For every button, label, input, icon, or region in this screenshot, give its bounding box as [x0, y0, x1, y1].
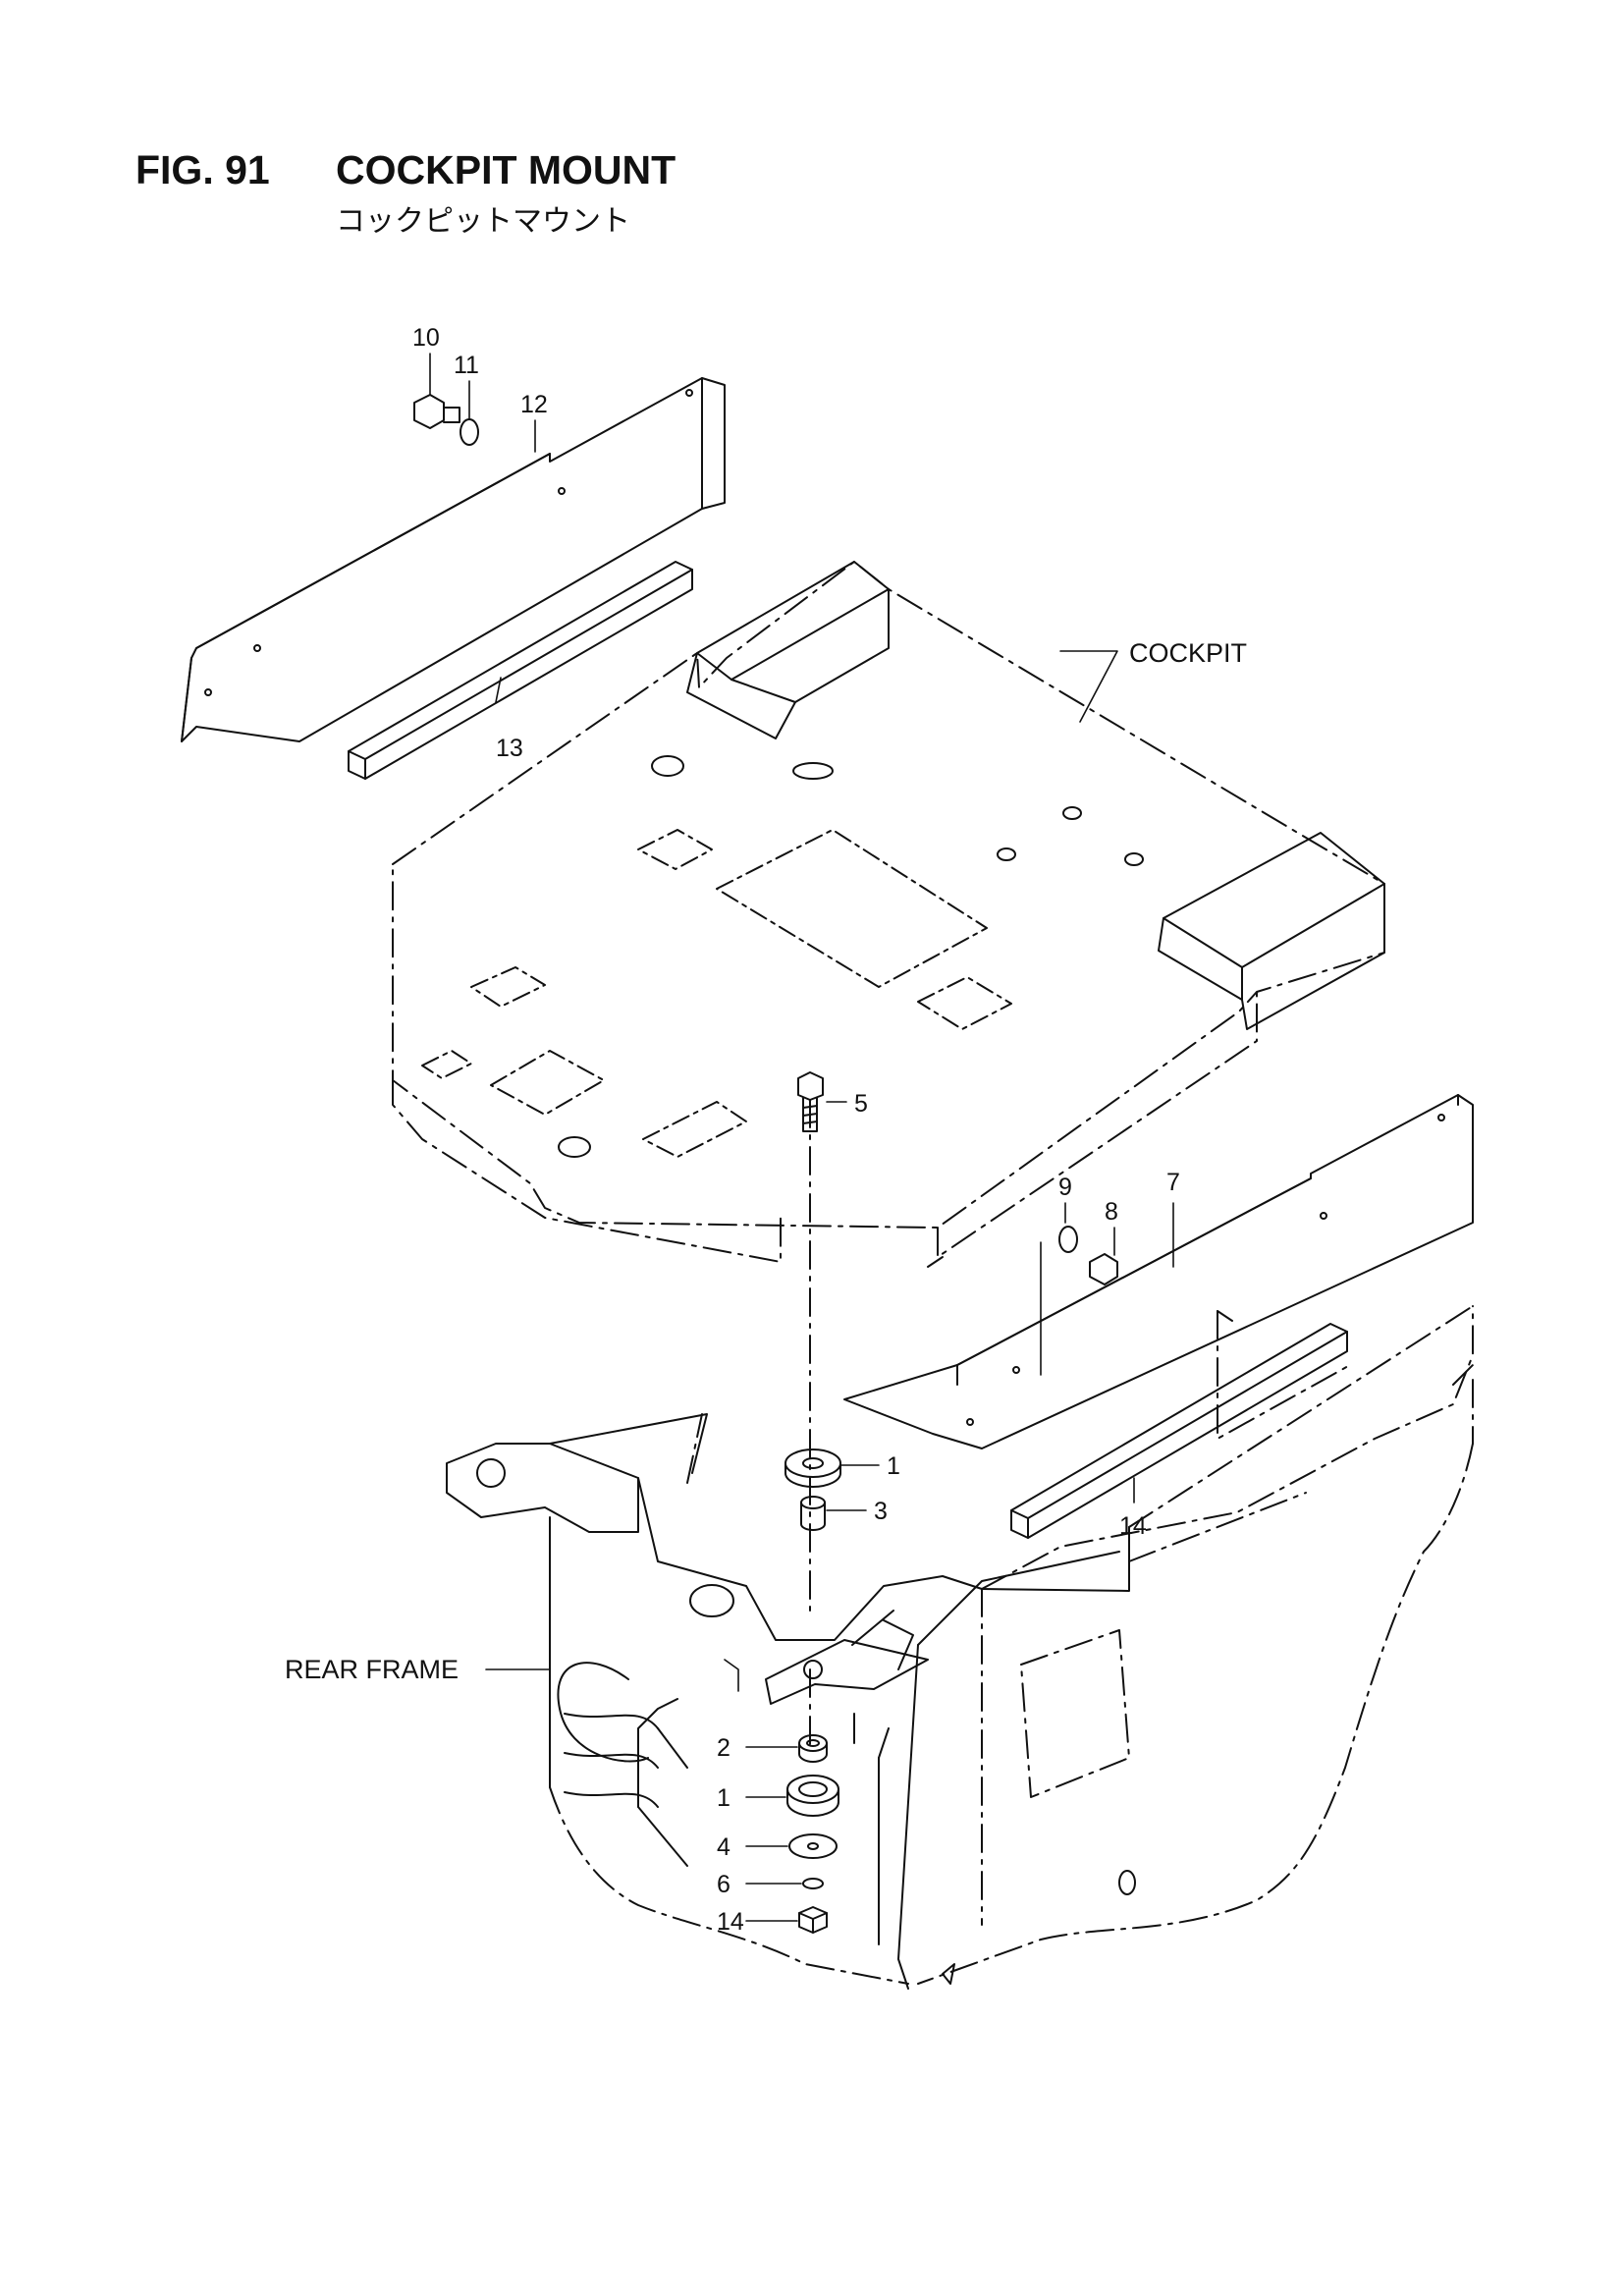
bolt-9 [1089, 1253, 1118, 1285]
washer-13 [460, 418, 479, 446]
nut-7 [798, 1906, 828, 1934]
callout-2: 2 [717, 1734, 730, 1762]
cockpit-riser-left [686, 561, 890, 739]
washer-10 [1058, 1226, 1078, 1253]
callout-4: 4 [717, 1833, 730, 1861]
callout-3: 3 [874, 1498, 888, 1525]
floor-hole [558, 1136, 591, 1158]
rubber-strip-lower [1010, 1323, 1348, 1539]
floor-hole [1062, 806, 1082, 820]
callout-7: 14 [717, 1908, 744, 1936]
floor-hole [1124, 852, 1144, 866]
callout-11: 12 [520, 391, 548, 418]
callout-1-bottom: 1 [717, 1784, 730, 1812]
callout-6: 6 [717, 1871, 730, 1898]
washer-4 [788, 1833, 838, 1859]
figure-subtitle: コックピットマウント [336, 205, 630, 238]
floor-hole [997, 847, 1016, 861]
callout-14-upper: 13 [496, 735, 523, 762]
floor-hole [651, 755, 684, 777]
cockpit-riser-right [1158, 832, 1385, 1030]
leader-lines [429, 353, 1174, 1922]
frame-pin [1118, 1870, 1136, 1895]
callout-10: 9 [1058, 1174, 1072, 1201]
bolt-5 [797, 1071, 824, 1132]
washer-1-top [784, 1449, 841, 1488]
left-mount-bracket [181, 377, 726, 742]
rear-frame-label: REAR FRAME [285, 1655, 459, 1684]
figure-number: FIG. 91 [135, 147, 270, 192]
callout-1-top: 1 [887, 1452, 900, 1480]
collar-3 [800, 1496, 826, 1531]
floor-openings [421, 829, 1012, 1158]
callout-12: 10 [412, 324, 440, 352]
callout-13: 11 [454, 352, 479, 379]
callout-5: 5 [854, 1090, 868, 1118]
bolt-12 [413, 394, 460, 429]
callout-8: 7 [1166, 1169, 1180, 1196]
callout-9: 8 [1105, 1198, 1118, 1226]
collar-2 [798, 1734, 828, 1763]
rear-frame [446, 1413, 1130, 1990]
frame-mark [942, 1963, 955, 1985]
mount-1-bottom [786, 1775, 839, 1817]
figure-title: COCKPIT MOUNT [336, 147, 676, 192]
lock-washer-6 [802, 1878, 824, 1889]
right-mount-bracket [843, 1094, 1474, 1449]
callout-14-lower: 14 [1119, 1512, 1147, 1540]
cockpit-label: COCKPIT [1129, 638, 1247, 668]
floor-slot [792, 762, 834, 780]
rear-frame-hidden-lines [549, 1256, 1474, 1985]
rubber-strip-upper [348, 561, 693, 780]
